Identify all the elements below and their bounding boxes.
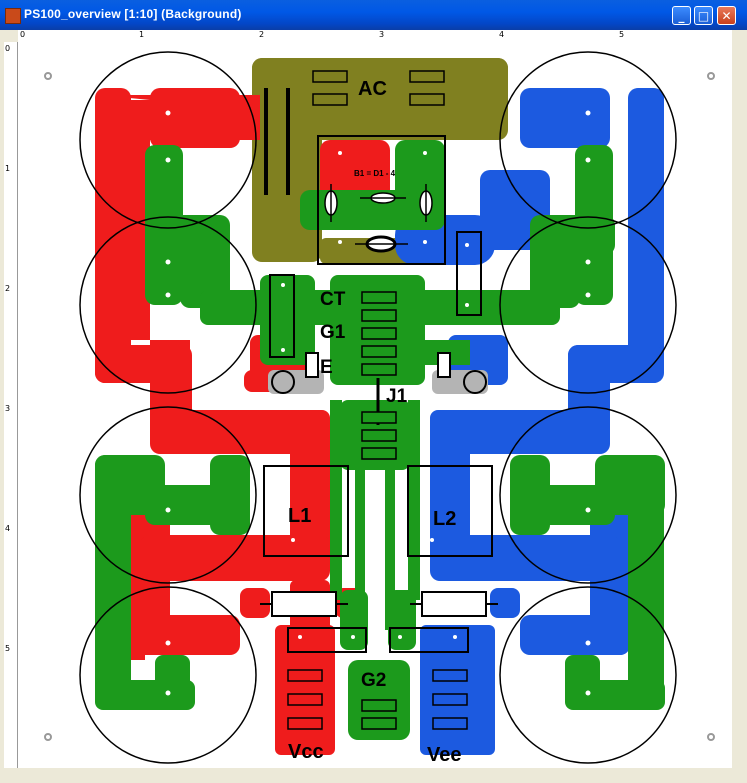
label-vcc: Vcc [288,741,324,763]
close-button[interactable]: ✕ [717,6,736,25]
ruler-tick-label: 2 [259,30,265,39]
ruler-tick-label: 4 [499,30,505,39]
connector-headers [287,70,468,730]
ruler-tick-label: 1 [5,164,11,173]
vertical-scrollbar[interactable] [733,30,747,768]
ruler-tick-label: 1 [139,30,145,39]
pcb-canvas[interactable]: AC B1 = D1 - 4 CT G1 E J1 L1 L2 G2 Vcc V… [18,42,732,768]
ground-copper-traces [95,140,665,740]
label-ct: CT [320,289,346,310]
title-bar[interactable]: PS100_overview [1:10] (Background) _ □ ✕ [0,0,747,30]
bridge-diodes [324,184,433,253]
ruler-tick-label: 0 [20,30,26,39]
ruler-tick-label: 3 [379,30,385,39]
ruler-tick-label: 3 [5,404,11,413]
minimize-button[interactable]: _ [672,6,691,25]
label-ac: AC [358,78,387,100]
capacitor-outlines [79,51,677,764]
label-bridge: B1 = D1 - 4 [354,169,396,178]
pcb-layout: AC B1 = D1 - 4 CT G1 E J1 L1 L2 G2 Vcc V… [44,51,715,766]
resistors [260,352,498,617]
label-l2: L2 [433,508,456,530]
vcc-copper-traces [95,88,390,755]
label-g1: G1 [320,322,346,343]
component-outlines [263,135,493,653]
label-l1: L1 [288,505,311,527]
status-bar [0,768,747,783]
pad-holes [165,110,591,696]
label-g2: G2 [361,670,386,691]
vertical-ruler: 0 1 2 3 4 5 [4,42,18,768]
window-title: PS100_overview [1:10] (Background) [24,7,242,21]
label-j1: J1 [386,386,408,407]
ruler-tick-label: 5 [619,30,625,39]
label-vee: Vee [427,744,461,766]
label-e: E [320,357,333,378]
ruler-tick-label: 2 [5,284,11,293]
ruler-tick-label: 4 [5,524,11,533]
corner-marks [44,72,715,741]
ruler-tick-label: 5 [5,644,11,653]
ac-wire-links [264,88,290,195]
vee-copper-traces [395,88,664,755]
app-icon [5,8,21,24]
maximize-button[interactable]: □ [694,6,713,25]
ruler-tick-label: 0 [5,44,11,53]
